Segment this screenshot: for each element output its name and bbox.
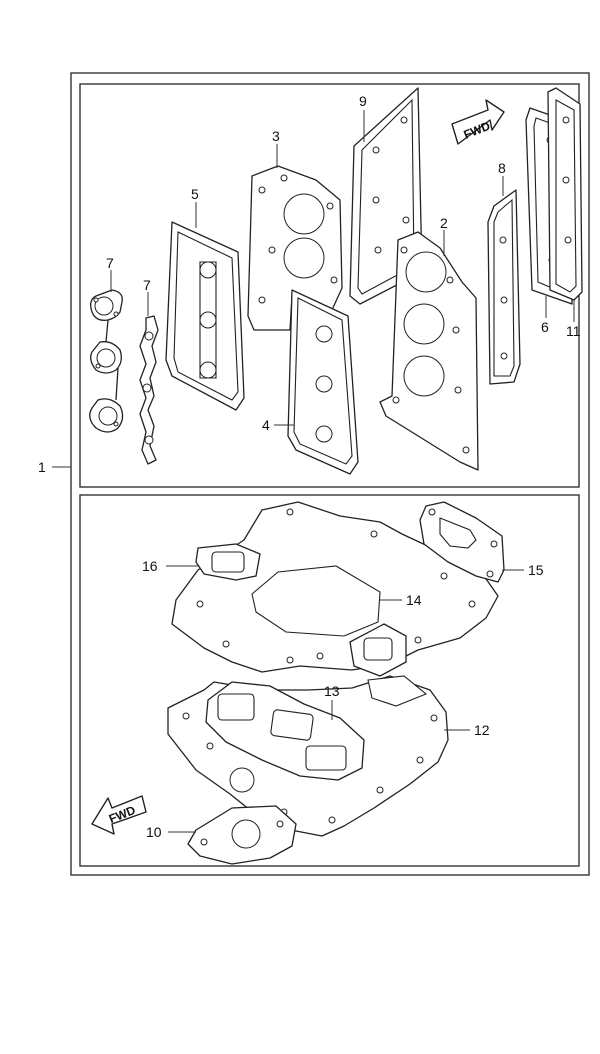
crankcase-gasket-14 xyxy=(171,501,499,673)
callout-7b: 7 xyxy=(143,277,151,293)
callout-14: 14 xyxy=(406,592,422,608)
callout-10: 10 xyxy=(146,824,162,840)
callout-9: 9 xyxy=(359,93,367,109)
callout-5: 5 xyxy=(191,186,199,202)
gasket-8 xyxy=(487,189,521,385)
valve-cover-gasket-5 xyxy=(165,221,245,411)
gasket-16 xyxy=(195,543,261,581)
fwd-arrow-top: FWD xyxy=(451,99,505,145)
lower-panel xyxy=(79,494,580,867)
callout-4: 4 xyxy=(262,417,270,433)
manifold-gasket-strip xyxy=(139,315,159,465)
gasket-10 xyxy=(187,805,297,865)
head-gasket-2 xyxy=(379,231,479,471)
valve-cover-gasket-4 xyxy=(287,289,359,475)
callout-6: 6 xyxy=(541,319,549,335)
callout-13: 13 xyxy=(324,683,340,699)
outer-frame xyxy=(70,72,590,876)
callout-7a: 7 xyxy=(106,255,114,271)
port-gasket xyxy=(349,623,407,677)
manifold-gasket-left xyxy=(89,289,124,433)
gasket-11 xyxy=(547,87,583,301)
callout-2: 2 xyxy=(440,215,448,231)
callout-12: 12 xyxy=(474,722,490,738)
callout-15: 15 xyxy=(528,562,544,578)
gasket-15 xyxy=(419,501,505,583)
callout-8: 8 xyxy=(498,160,506,176)
gasket-13 xyxy=(205,681,365,781)
callout-3: 3 xyxy=(272,128,280,144)
callout-16: 16 xyxy=(142,558,158,574)
fwd-arrow-bottom: FWD xyxy=(91,795,147,835)
callout-11: 11 xyxy=(566,323,581,339)
head-gasket-3 xyxy=(247,165,343,331)
callout-1: 1 xyxy=(38,459,46,475)
